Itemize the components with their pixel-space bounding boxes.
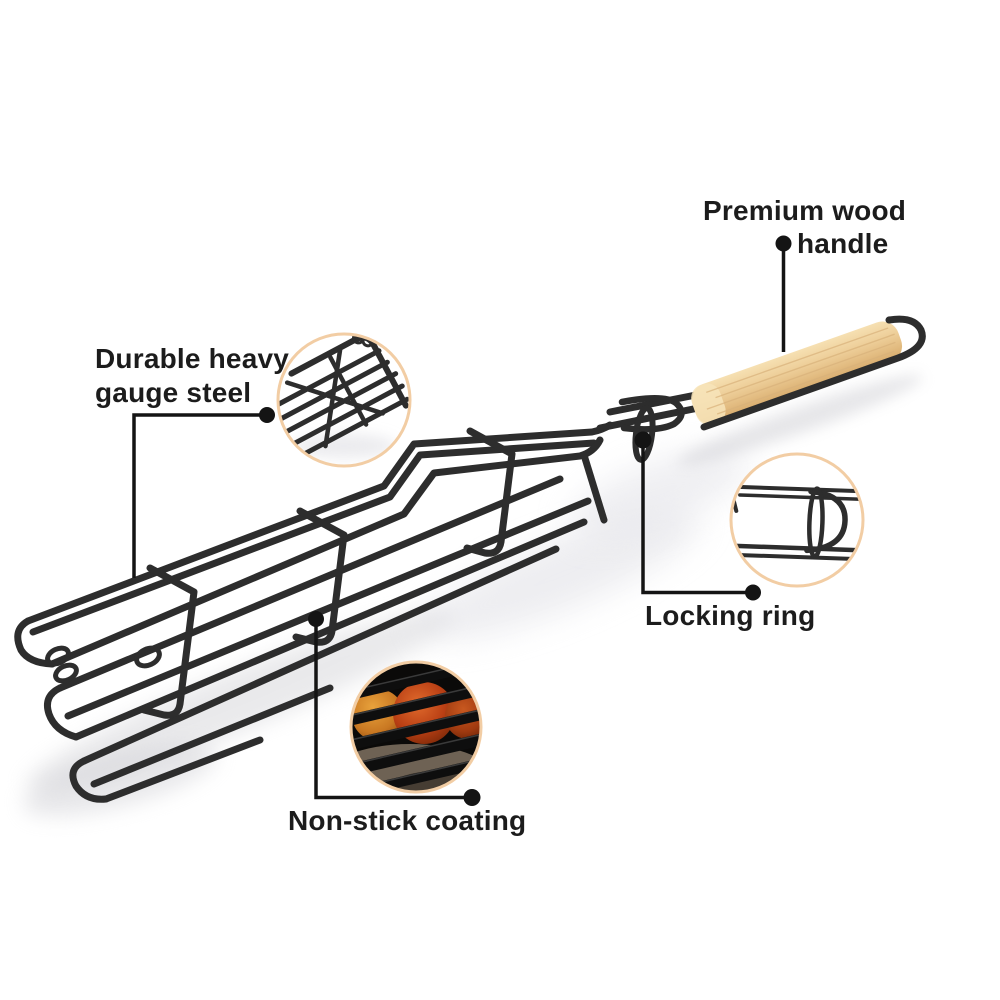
callout-connector-wood-handle xyxy=(775,235,792,352)
inset-circle-nonstick xyxy=(349,660,483,794)
callout-dot xyxy=(463,789,481,806)
callout-label-durable-steel-line2: gauge steel xyxy=(95,377,252,408)
callout-label-durable-steel: Durable heavy xyxy=(95,343,290,374)
callout-dot xyxy=(745,584,761,601)
inset-circle-steel xyxy=(276,332,412,468)
callout-label-premium-wood-line2: handle xyxy=(797,228,889,259)
shadow-group xyxy=(23,374,923,817)
basket-front-rim xyxy=(48,436,604,668)
callout-label-non-stick: Non-stick coating xyxy=(288,805,527,836)
callout-connector-steel xyxy=(132,407,275,578)
callout-dot xyxy=(308,611,324,627)
inset-steel-detail xyxy=(276,332,412,468)
callout-dot xyxy=(634,431,652,449)
basket-cross-wire xyxy=(140,564,198,719)
basket-bottom-rim xyxy=(80,545,560,765)
callout-label-locking-ring: Locking ring xyxy=(645,600,816,631)
callout-label-premium-wood: Premium wood xyxy=(703,195,907,226)
basket-end-cap xyxy=(14,617,56,668)
inset-circle-locking-ring xyxy=(729,452,865,588)
inset-locking-ring-detail xyxy=(729,452,865,588)
callout-connector-locking-ring xyxy=(634,431,761,601)
locking-ring xyxy=(632,405,656,463)
wood-handle xyxy=(691,321,903,426)
callout-dot xyxy=(259,407,275,423)
handle-end-loop xyxy=(700,315,926,431)
basket-cross-wire xyxy=(463,427,516,557)
callout-dot xyxy=(775,235,792,252)
callout-connector-non-stick xyxy=(308,611,481,806)
